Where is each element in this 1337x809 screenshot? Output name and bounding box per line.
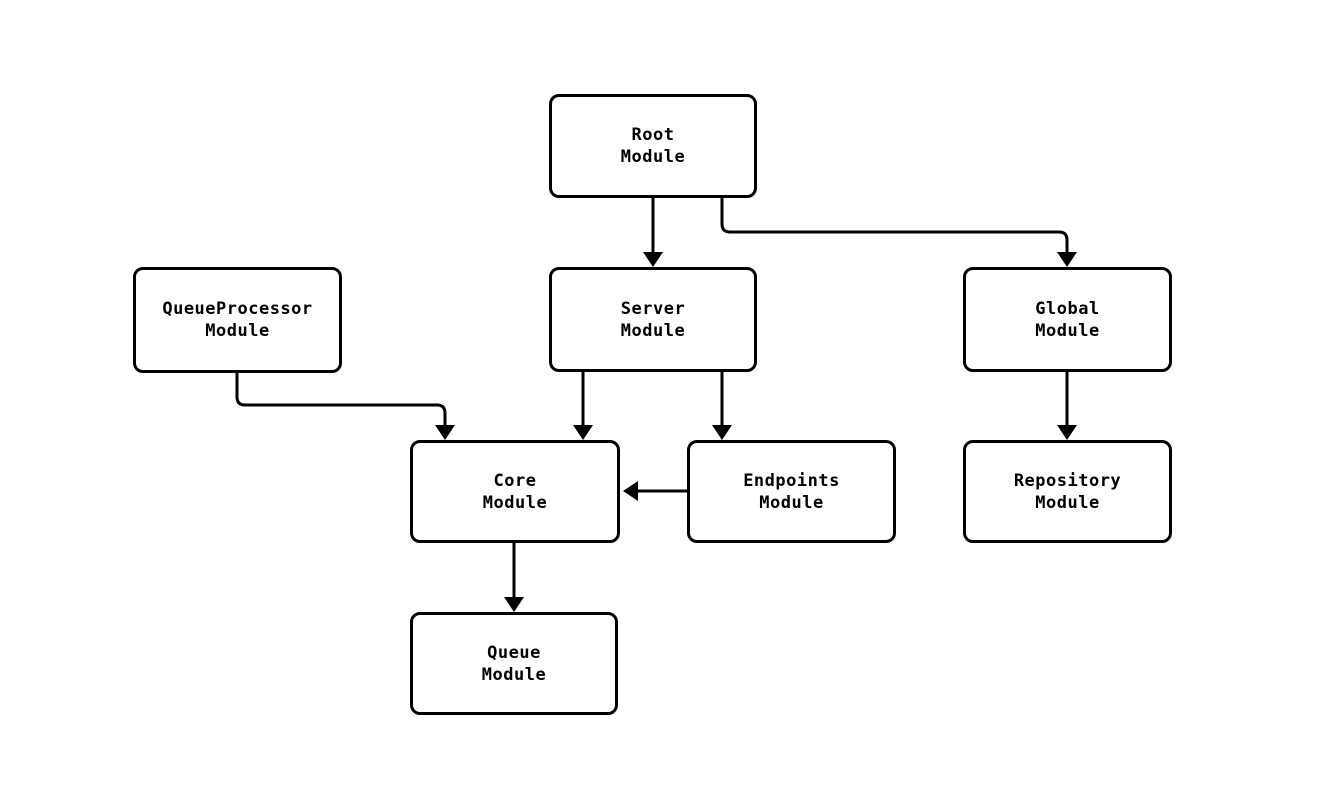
node-core-module: Core Module [410,440,620,543]
node-global-module-label: Global Module [1035,298,1100,341]
node-endpoints-module-label: Endpoints Module [743,470,840,513]
node-global-module: Global Module [963,267,1172,372]
edge-queueprocessor-to-core [235,373,455,440]
node-queueprocessor-module-label: QueueProcessor Module [162,299,313,341]
node-queue-module: Queue Module [410,612,618,715]
node-root-module-label: Root Module [620,125,686,167]
node-root-module: Root Module [549,94,757,198]
edge-root-to-global [720,198,1077,267]
node-repository-module-label: Repository Module [1013,470,1122,513]
node-queue-module-label: Queue Module [481,642,547,685]
node-server-module-label: Server Module [620,298,686,341]
node-queueprocessor-module: QueueProcessor Module [133,267,342,373]
node-server-module: Server Module [549,267,757,372]
node-repository-module: Repository Module [963,440,1172,543]
node-core-module-label: Core Module [482,470,548,513]
node-endpoints-module: Endpoints Module [687,440,896,543]
